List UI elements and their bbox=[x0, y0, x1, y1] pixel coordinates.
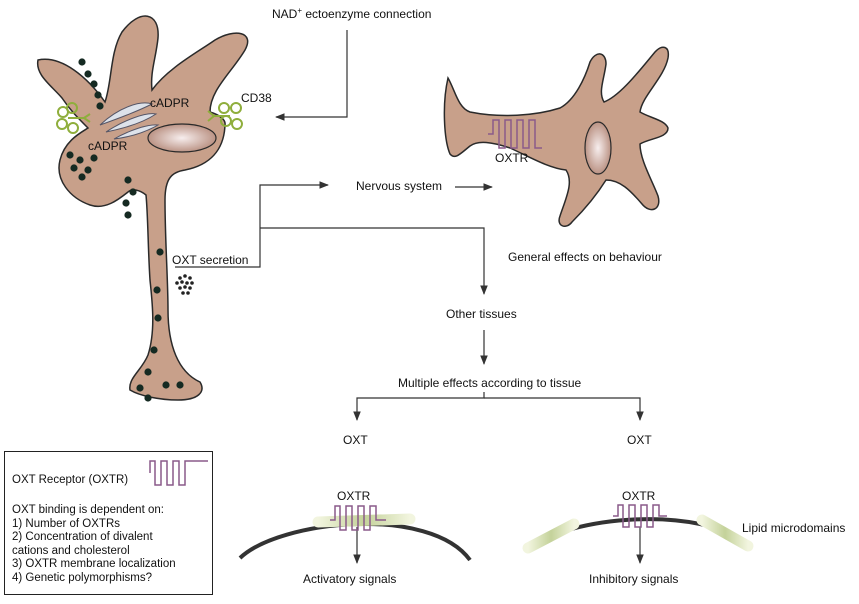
membrane-inhibitory bbox=[522, 504, 754, 554]
legend-item: 3) OXTR membrane localization bbox=[12, 558, 176, 571]
oxtr-receptor-activatory bbox=[330, 505, 386, 531]
cd38-enzyme-right bbox=[207, 102, 243, 130]
other-tissues-label: Other tissues bbox=[446, 307, 517, 321]
er-stack bbox=[113, 124, 160, 140]
er-stack bbox=[99, 102, 154, 126]
oxtr-label-activatory: OXTR bbox=[337, 489, 371, 503]
oxtr-receptor-neuron bbox=[488, 119, 542, 149]
oxt-label-right: OXT bbox=[627, 433, 652, 447]
lipid-raft bbox=[522, 518, 580, 554]
target-neuron-nucleus bbox=[584, 121, 612, 175]
membrane-activatory bbox=[238, 505, 472, 562]
activatory-signals-label: Activatory signals bbox=[303, 572, 397, 586]
cd38-enzyme-left bbox=[56, 102, 91, 134]
legend-box: OXT Receptor (OXTR) OXT binding is depen… bbox=[4, 451, 213, 595]
multiple-effects-label: Multiple effects according to tissue bbox=[398, 376, 582, 390]
oxt-label-left: OXT bbox=[343, 433, 368, 447]
target-neuron bbox=[443, 46, 670, 227]
branch-to-other-tissues bbox=[260, 227, 488, 295]
nad-arrow bbox=[275, 30, 348, 121]
general-effects-label: General effects on behaviour bbox=[508, 250, 662, 264]
legend-item: 2) Concentration of divalent cations and… bbox=[12, 531, 153, 557]
oxtr-label-inhibitory: OXTR bbox=[622, 489, 656, 503]
lipid-microdomains-label: Lipid microdomains bbox=[742, 521, 846, 535]
oxtr-receptor-inhibitory bbox=[613, 504, 667, 528]
legend-receptor-glyph bbox=[149, 460, 208, 486]
split-left bbox=[353, 392, 485, 421]
secreting-neuron bbox=[37, 15, 249, 402]
oxt-secretion-label: OXT secretion bbox=[172, 253, 249, 267]
secreting-neuron-body bbox=[37, 15, 249, 401]
oxt-granules bbox=[175, 274, 194, 295]
legend-list: 1) Number of OXTRs 2) Concentration of d… bbox=[12, 518, 176, 585]
secretion-trunk bbox=[175, 181, 329, 268]
inhibitory-signals-label: Inhibitory signals bbox=[589, 572, 679, 586]
secretory-vesicles bbox=[66, 58, 184, 402]
legend-item: 4) Genetic polymorphisms? bbox=[12, 571, 152, 584]
nervous-system-label: Nervous system bbox=[356, 179, 443, 193]
cd38-label: CD38 bbox=[241, 91, 272, 105]
connectors bbox=[175, 30, 644, 564]
split-right bbox=[484, 397, 644, 421]
legend-title: OXT Receptor (OXTR) bbox=[12, 474, 129, 486]
lipid-raft bbox=[696, 514, 754, 552]
nad-ectoenzyme-label: NAD+ ectoenzyme connection bbox=[272, 6, 432, 21]
legend-intro: OXT binding is dependent on: bbox=[12, 504, 164, 516]
legend-item: 1) Number of OXTRs bbox=[12, 518, 120, 530]
target-neuron-body bbox=[443, 46, 670, 227]
secreting-neuron-nucleus bbox=[147, 123, 217, 153]
er-stack bbox=[105, 113, 158, 133]
cadpr-label-left: cADPR bbox=[88, 139, 128, 153]
cadpr-label-top: cADPR bbox=[150, 96, 190, 110]
oxtr-label-neuron: OXTR bbox=[495, 151, 529, 165]
